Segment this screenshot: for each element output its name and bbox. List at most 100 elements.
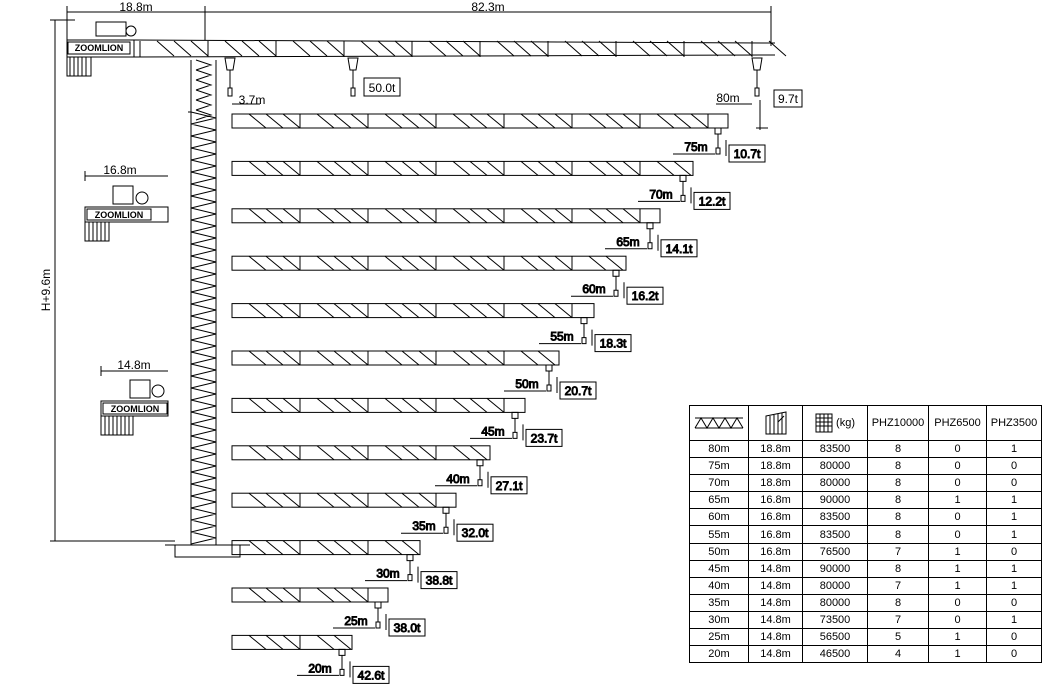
- tower-mast: [188, 59, 217, 545]
- table-cell: 0: [986, 645, 1042, 664]
- max-load-label: 50.0t: [369, 81, 396, 95]
- table-cell: 1: [928, 559, 987, 578]
- table-cell: 80000: [802, 593, 868, 612]
- load-label: 38.8t: [426, 574, 453, 588]
- load-label: 23.7t: [531, 431, 558, 445]
- table-cell: 35m: [689, 593, 749, 612]
- jib-body: [231, 445, 491, 461]
- jib-lattice: [231, 635, 352, 650]
- load-label: 20.7t: [565, 384, 592, 398]
- brand-text-14-8: ZOOMLION: [111, 404, 160, 414]
- table-cell: 16.8m: [748, 525, 803, 544]
- main-jib: [133, 39, 787, 58]
- load-box: [559, 381, 597, 400]
- hook: [612, 269, 620, 297]
- header-phz6500: PHZ6500: [928, 405, 987, 441]
- jib-lattice: [231, 161, 692, 176]
- header-counter-jib: [748, 405, 803, 441]
- table-cell: 16.8m: [748, 542, 803, 561]
- table-cell: 60m: [689, 508, 749, 527]
- jib-body: [231, 397, 526, 413]
- table-cell: 1: [928, 491, 987, 510]
- table-cell: 1: [986, 610, 1042, 630]
- table-cell: 4: [867, 645, 929, 664]
- load-box: [594, 334, 632, 353]
- length-label: 25m: [344, 614, 367, 628]
- table-cell: 30m: [689, 610, 749, 630]
- table-cell: 16.8m: [748, 491, 803, 510]
- hook: [545, 364, 553, 392]
- table-cell: 5: [867, 628, 929, 647]
- header-kg: (kg): [836, 416, 855, 429]
- hook: [442, 506, 450, 534]
- tip-detail: [756, 100, 768, 130]
- brand-text-top: ZOOMLION: [75, 43, 124, 53]
- table-cell: 90000: [802, 559, 868, 578]
- load-label: 27.1t: [496, 479, 523, 493]
- load-box: [626, 286, 664, 305]
- table-cell: 80000: [802, 474, 868, 493]
- table-cell: 0: [928, 593, 987, 612]
- load-box: [388, 618, 426, 637]
- hook: [679, 174, 687, 202]
- table-cell: 14.8m: [748, 628, 803, 647]
- brand-logo-top: [67, 41, 131, 55]
- jib-body: [231, 587, 389, 603]
- jib-lattice: [231, 113, 709, 129]
- load-label: 38.0t: [394, 621, 421, 635]
- main-tip-load: 9.7t: [778, 92, 799, 106]
- load-label: 16.2t: [632, 289, 659, 303]
- hook: [406, 554, 414, 582]
- length-label: 45m: [481, 424, 504, 438]
- table-cell: 45m: [689, 559, 749, 578]
- length-label: 55m: [550, 330, 573, 344]
- table-cell: 1: [986, 525, 1042, 544]
- jib-lattice: [231, 445, 488, 461]
- length-label: 20m: [308, 661, 331, 675]
- table-cell: 14.8m: [748, 559, 803, 578]
- length-label: 65m: [616, 235, 639, 249]
- jib-config-25m: 25m 38.0t: [231, 587, 426, 637]
- table-cell: 50m: [689, 542, 749, 561]
- tower-base: [165, 544, 250, 558]
- jib-lattice: [231, 587, 369, 603]
- table-cell: 7: [867, 542, 929, 561]
- load-box: [525, 428, 563, 447]
- length-label: 30m: [376, 567, 399, 581]
- jib-dim-label: 82.3m: [471, 0, 504, 14]
- counterweight-icon: [815, 413, 833, 433]
- table-cell: 76500: [802, 542, 868, 561]
- length-label: 60m: [582, 282, 605, 296]
- table-cell: 56500: [802, 628, 868, 647]
- load-box: [420, 571, 458, 590]
- load-label: 32.0t: [462, 526, 489, 540]
- hook-offset-label: 3.7m: [239, 93, 266, 107]
- header-jib-length: [689, 405, 749, 441]
- table-cell: 0: [986, 542, 1042, 561]
- hook: [476, 459, 484, 487]
- jib-config-30m: 30m 38.8t: [231, 540, 458, 590]
- jib-body: [231, 208, 661, 224]
- jib-lattice: [231, 492, 437, 508]
- table-cell: 14.8m: [748, 593, 803, 612]
- load-box: [352, 665, 390, 684]
- jib-lattice: [231, 303, 573, 318]
- header-phz10000: PHZ10000: [867, 405, 929, 441]
- counter-jib-16-8-label: 16.8m: [103, 163, 136, 177]
- jib-lattice: [231, 208, 641, 224]
- load-box: [693, 191, 731, 210]
- hook: [714, 127, 722, 155]
